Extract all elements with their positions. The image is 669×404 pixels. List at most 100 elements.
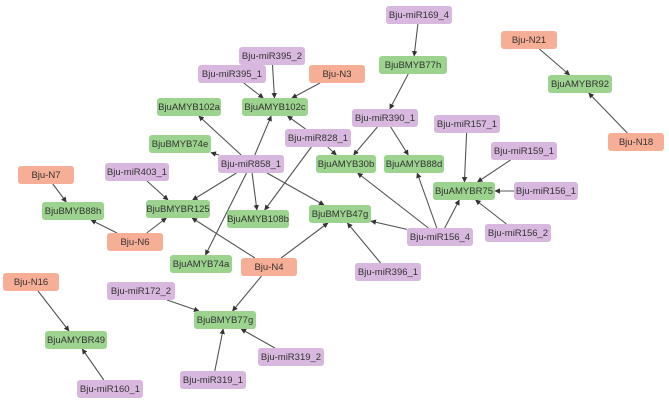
- node-label: BjuAMYBR92: [551, 79, 609, 90]
- edge-bju-n4-to-bjubmyb77g: [232, 275, 262, 312]
- node-bju-n7[interactable]: Bju-N7: [18, 166, 74, 184]
- node-bjuamyb74a[interactable]: BjuAMYB74a: [170, 255, 232, 273]
- node-box: [485, 224, 551, 242]
- node-bju-mir396-1[interactable]: Bju-miR396_1: [355, 263, 421, 281]
- node-bju-mir160-1[interactable]: Bju-miR160_1: [77, 380, 143, 398]
- edge-bju-mir395-1-to-bjuamyb102c: [243, 82, 264, 99]
- node-bjuamyb102a[interactable]: BjuAMYB102a: [157, 98, 221, 116]
- edge-bju-mir319-2-to-bjubmyb77g: [240, 328, 276, 349]
- node-bju-mir319-2[interactable]: Bju-miR319_2: [258, 348, 324, 366]
- node-bju-n4[interactable]: Bju-N4: [241, 258, 297, 276]
- node-box: [241, 258, 297, 276]
- node-box: [107, 282, 175, 300]
- node-bju-mir156-2[interactable]: Bju-miR156_2: [485, 224, 551, 242]
- node-label: Bju-miR156_4: [410, 232, 470, 243]
- node-box: [386, 6, 452, 24]
- node-box: [501, 31, 557, 49]
- node-box: [407, 228, 473, 246]
- node-box: [239, 47, 305, 65]
- node-bju-n3[interactable]: Bju-N3: [309, 65, 365, 83]
- node-bjubmyb88h[interactable]: BjuBMYB88h: [42, 202, 104, 220]
- node-bju-mir156-1[interactable]: Bju-miR156_1: [514, 182, 578, 200]
- node-bju-mir828-1[interactable]: Bju-miR828_1: [285, 129, 351, 147]
- edge-bju-n18-to-bjuamybr92: [588, 92, 628, 134]
- node-bju-mir395-2[interactable]: Bju-miR395_2: [239, 47, 305, 65]
- node-label: Bju-miR395_2: [242, 51, 302, 62]
- node-bju-mir159-1[interactable]: Bju-miR159_1: [491, 142, 557, 160]
- edge-bju-mir828-1-to-bjuamyb108b: [264, 146, 312, 211]
- edge-bju-mir828-1-to-bjuamyb30b: [327, 146, 337, 156]
- edge-bju-n3-to-bjuamyb102c: [291, 82, 321, 99]
- node-box: [242, 98, 308, 116]
- node-bju-mir172-2[interactable]: Bju-miR172_2: [107, 282, 175, 300]
- node-bjubmyb77g[interactable]: BjuBMYB77g: [194, 311, 256, 329]
- node-box: [194, 311, 256, 329]
- node-label: BjuAMYB88d: [386, 159, 443, 170]
- node-bjuamyb102c[interactable]: BjuAMYB102c: [242, 98, 308, 116]
- node-label: Bju-N21: [512, 35, 546, 46]
- node-bju-mir156-4[interactable]: Bju-miR156_4: [407, 228, 473, 246]
- node-bju-n6[interactable]: Bju-N6: [107, 233, 163, 251]
- node-bjuamyb88d[interactable]: BjuAMYB88d: [384, 155, 444, 173]
- edge-bju-mir160-1-to-bjuamybr49: [81, 348, 105, 381]
- node-box: [107, 233, 163, 251]
- node-label: BjuAMYB102c: [244, 102, 306, 113]
- node-label: Bju-miR390_1: [355, 113, 415, 124]
- edge-bju-n4-to-bjubmybr125: [191, 217, 256, 259]
- node-bjuamybr49[interactable]: BjuAMYBR49: [45, 331, 107, 349]
- node-bju-mir319-1[interactable]: Bju-miR319_1: [180, 371, 246, 389]
- node-bju-mir395-1[interactable]: Bju-miR395_1: [198, 65, 266, 83]
- edge-bju-mir156-4-to-bjubmyb47g: [370, 219, 408, 230]
- node-bju-n18[interactable]: Bju-N18: [608, 133, 664, 151]
- node-label: Bju-miR169_4: [389, 10, 449, 21]
- edge-bju-mir156-4-to-bjuamybr75: [444, 199, 460, 229]
- node-label: BjuAMYB108b: [227, 214, 289, 225]
- node-bjubmyb74e[interactable]: BjuBMYB74e: [149, 135, 211, 153]
- edge-bju-mir156-4-to-bjuamyb88d: [416, 172, 438, 229]
- node-box: [258, 348, 324, 366]
- node-bju-mir858-1[interactable]: Bju-miR858_1: [218, 155, 284, 173]
- node-box: [146, 200, 210, 218]
- node-bjuamyb108b[interactable]: BjuAMYB108b: [227, 210, 289, 228]
- node-box: [309, 205, 371, 223]
- node-bjubmybr125[interactable]: BjuBMYBR125: [146, 200, 210, 218]
- edge-bju-n16-to-bjuamybr49: [37, 290, 70, 332]
- node-bjuamyb30b[interactable]: BjuAMYB30b: [316, 155, 376, 173]
- node-bju-mir390-1[interactable]: Bju-miR390_1: [352, 109, 418, 127]
- node-box: [105, 163, 169, 181]
- node-box: [227, 210, 289, 228]
- node-bjubmyb77h[interactable]: BjuBMYB77h: [379, 56, 447, 74]
- node-box: [434, 115, 500, 133]
- edge-bju-mir828-1-to-bjuamyb102c: [287, 115, 306, 130]
- node-box: [170, 255, 232, 273]
- edge-bju-mir172-2-to-bjubmyb77g: [166, 299, 200, 312]
- node-label: BjuBMYB74e: [152, 139, 209, 150]
- edge-bju-mir858-1-to-bjuamyb108b: [251, 172, 259, 211]
- node-box: [42, 202, 104, 220]
- node-box: [157, 98, 221, 116]
- node-bju-mir403-1[interactable]: Bju-miR403_1: [105, 163, 169, 181]
- node-box: [352, 109, 418, 127]
- node-bjubmyb47g[interactable]: BjuBMYB47g: [309, 205, 371, 223]
- node-label: Bju-miR156_2: [488, 228, 548, 239]
- node-bjuamybr92[interactable]: BjuAMYBR92: [548, 75, 612, 93]
- node-bju-n16[interactable]: Bju-N16: [3, 273, 59, 291]
- node-bju-n21[interactable]: Bju-N21: [501, 31, 557, 49]
- node-label: BjuAMYBR49: [47, 335, 105, 346]
- node-bjuamybr75[interactable]: BjuAMYBR75: [433, 182, 495, 200]
- edge-bju-mir403-1-to-bjubmybr125: [146, 180, 169, 201]
- node-bju-mir157-1[interactable]: Bju-miR157_1: [434, 115, 500, 133]
- node-bju-mir169-4[interactable]: Bju-miR169_4: [386, 6, 452, 24]
- edge-bju-mir395-2-to-bjuamyb102c: [271, 64, 277, 99]
- node-label: BjuBMYB77g: [197, 315, 254, 326]
- node-label: BjuAMYB30b: [318, 159, 375, 170]
- node-label: BjuAMYB102a: [158, 102, 221, 113]
- node-box: [3, 273, 59, 291]
- node-label: Bju-miR403_1: [107, 167, 167, 178]
- node-box: [77, 380, 143, 398]
- node-label: Bju-miR395_1: [202, 69, 262, 80]
- edge-bju-mir169-4-to-bjubmyb77h: [411, 23, 419, 57]
- edge-layer: [37, 23, 628, 381]
- node-label: Bju-miR172_2: [111, 286, 171, 297]
- edge-bju-mir390-1-to-bjuamyb88d: [390, 126, 409, 156]
